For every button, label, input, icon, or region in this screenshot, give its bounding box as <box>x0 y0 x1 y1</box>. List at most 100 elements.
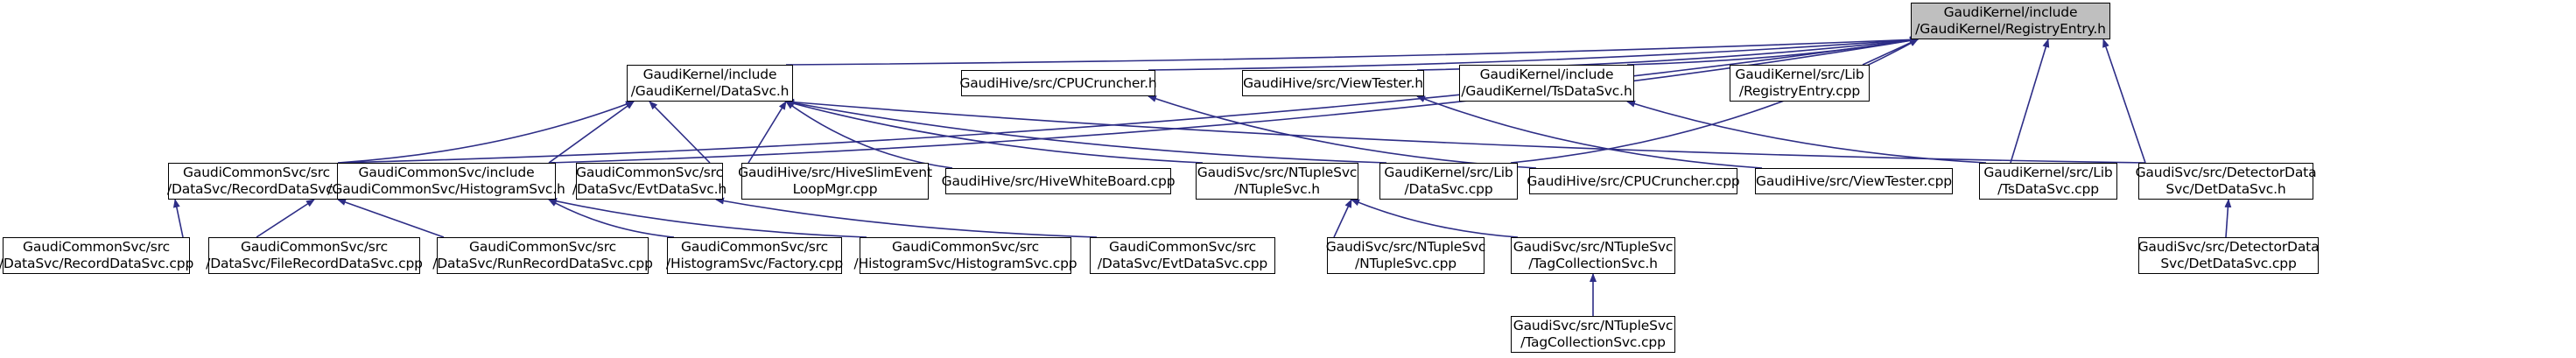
graph-node-label-line1: GaudiSvc/src/NTupleSvc <box>1197 165 1358 180</box>
graph-node-label-line2: /TagCollectionSvc.cpp <box>1520 334 1666 350</box>
graph-node-ntuplesvc_cpp[interactable]: GaudiSvc/src/NTupleSvc/NTupleSvc.cpp <box>1325 237 1486 274</box>
graph-node-lib_tsdatasvc_cpp[interactable]: GaudiKernel/src/Lib/TsDataSvc.cpp <box>1979 163 2117 200</box>
graph-node-label-line1: GaudiCommonSvc/src <box>241 239 388 255</box>
graph-node-tagcollectionsvc_h[interactable]: GaudiSvc/src/NTupleSvc/TagCollectionSvc.… <box>1511 237 1675 274</box>
graph-node-label-line1: GaudiHive/src/ViewTester.h <box>1243 74 1423 91</box>
graph-node-label-line2: /RegistryEntry.cpp <box>1738 83 1861 99</box>
graph-node-cpucruncher_cpp[interactable]: GaudiHive/src/CPUCruncher.cpp <box>1527 168 1740 194</box>
graph-node-label-line1: GaudiSvc/src/DetectorData <box>2137 239 2320 255</box>
graph-node-label-line2: /TagCollectionSvc.h <box>1528 256 1658 271</box>
graph-node-lib_datasvc_cpp[interactable]: GaudiKernel/src/Lib/DataSvc.cpp <box>1379 163 1518 200</box>
graph-node-registryentry_h[interactable]: GaudiKernel/include/GaudiKernel/Registry… <box>1911 3 2110 39</box>
graph-edge-filerecorddatasvc_cpp-to-recorddatasvc_h <box>256 199 315 238</box>
graph-node-label-line2: Svc/DetDataSvc.h <box>2165 181 2286 197</box>
graph-node-histogramsvc_factory_cpp[interactable]: GaudiCommonSvc/src/HistogramSvc/Factory.… <box>665 237 844 274</box>
graph-edge-lib_registryentry_cpp-to-registryentry_h <box>1862 39 1919 66</box>
graph-node-label-line1: GaudiCommonSvc/src <box>576 165 723 180</box>
graph-node-label-line2: /HistogramSvc/Factory.cpp <box>665 256 844 271</box>
graph-node-label-line1: GaudiSvc/src/NTupleSvc <box>1513 318 1674 333</box>
graph-edge-tsdatasvc_h-to-registryentry_h <box>1626 37 1919 66</box>
graph-node-datasvc_h[interactable]: GaudiKernel/include/GaudiKernel/DataSvc.… <box>627 65 793 102</box>
graph-edge-ntuplesvc_cpp-to-ntuplesvc_h <box>1333 199 1352 238</box>
graph-node-label-line1: GaudiKernel/src/Lib <box>1983 165 2113 180</box>
graph-node-label-line2: Svc/DetDataSvc.cpp <box>2160 256 2297 271</box>
graph-node-label-line2: /GaudiKernel/RegistryEntry.h <box>1915 21 2106 37</box>
graph-node-label-line1: GaudiCommonSvc/src <box>1109 239 1256 255</box>
graph-node-label-line1: GaudiSvc/src/NTupleSvc <box>1513 239 1674 255</box>
graph-edge-detdatasvc_h-to-registryentry_h <box>2102 39 2146 164</box>
graph-node-histogramsvc_cpp[interactable]: GaudiCommonSvc/src/HistogramSvc/Histogra… <box>854 237 1077 274</box>
graph-node-viewtester_h[interactable]: GaudiHive/src/ViewTester.h <box>1242 70 1424 96</box>
graph-node-viewtester_cpp[interactable]: GaudiHive/src/ViewTester.cpp <box>1755 168 1953 194</box>
graph-edge-viewtester_cpp-to-viewtester_h <box>1416 95 1763 169</box>
graph-node-histogramsvc_h[interactable]: GaudiCommonSvc/include/GaudiCommonSvc/Hi… <box>327 163 565 200</box>
graph-node-label-line1: GaudiKernel/src/Lib <box>1735 67 1864 82</box>
graph-node-label-line1: GaudiCommonSvc/src <box>892 239 1039 255</box>
graph-node-label-line1: GaudiSvc/src/NTupleSvc <box>1325 239 1486 255</box>
graph-node-label-line2: /HistogramSvc/HistogramSvc.cpp <box>853 256 1077 271</box>
graph-node-filerecorddatasvc_cpp[interactable]: GaudiCommonSvc/src/DataSvc/FileRecordDat… <box>206 237 423 274</box>
graph-edge-datasvc_h-to-registryentry_h <box>785 36 1919 66</box>
graph-node-label-line2: /GaudiKernel/DataSvc.h <box>630 83 790 99</box>
graph-edge-evtdatasvc_h-to-datasvc_h <box>649 101 711 164</box>
graph-edge-histogramsvc_cpp-to-histogramsvc_h <box>548 197 867 238</box>
graph-edge-lib_datasvc_cpp-to-datasvc_h <box>785 99 1387 164</box>
graph-node-label-line1: GaudiCommonSvc/src <box>23 239 170 255</box>
graph-node-runrecorddatasvc_cpp[interactable]: GaudiCommonSvc/src/DataSvc/RunRecordData… <box>432 237 653 274</box>
graph-node-label-line1: GaudiHive/src/ViewTester.cpp <box>1756 172 1952 189</box>
graph-node-label-line1: GaudiHive/src/CPUCruncher.cpp <box>1527 172 1740 189</box>
graph-node-label-line2: /GaudiKernel/TsDataSvc.h <box>1461 83 1632 99</box>
graph-edge-recorddatasvc_cpp-to-recorddatasvc_h <box>172 199 184 238</box>
graph-node-label-line2: /DataSvc/RecordDataSvc.cpp <box>0 256 194 271</box>
graph-node-label-line1: GaudiKernel/include <box>1479 67 1614 82</box>
graph-node-ntuplesvc_h[interactable]: GaudiSvc/src/NTupleSvc/NTupleSvc.h <box>1196 163 1358 200</box>
graph-node-evtdatasvc_h[interactable]: GaudiCommonSvc/src/DataSvc/EvtDataSvc.h <box>572 163 726 200</box>
graph-node-label-line2: /TsDataSvc.cpp <box>1997 181 2099 197</box>
graph-node-label-line1: GaudiHive/src/HiveSlimEvent <box>738 165 932 180</box>
graph-edge-cpucruncher_cpp-to-cpucruncher_h <box>1148 95 1537 169</box>
graph-node-label-line1: GaudiKernel/include <box>1943 4 2078 20</box>
graph-node-label-line2: /DataSvc/RecordDataSvc.h <box>166 181 347 197</box>
graph-edge-tagcollectionsvc_h-to-ntuplesvc_h <box>1351 199 1519 238</box>
graph-node-label-line1: GaudiHive/src/HiveWhiteBoard.cpp <box>941 172 1176 189</box>
graph-edge-hiveslimeventloopmgr_cpp-to-datasvc_h <box>748 101 787 164</box>
graph-edge-recorddatasvc_h-to-datasvc_h <box>337 101 635 164</box>
graph-node-label-line2: /GaudiCommonSvc/HistogramSvc.h <box>327 181 565 197</box>
graph-node-label-line2: /DataSvc/RunRecordDataSvc.cpp <box>432 256 653 271</box>
graph-node-hivewhiteboard_cpp[interactable]: GaudiHive/src/HiveWhiteBoard.cpp <box>942 168 1176 194</box>
graph-edge-runrecorddatasvc_cpp-to-recorddatasvc_h <box>337 199 445 238</box>
graph-node-label-line2: /NTupleSvc.cpp <box>1355 256 1456 271</box>
graph-node-label-line1: GaudiKernel/include <box>642 67 777 82</box>
graph-edge-evtdatasvc_cpp-to-evtdatasvc_h <box>715 197 1098 238</box>
graph-node-tsdatasvc_h[interactable]: GaudiKernel/include/GaudiKernel/TsDataSv… <box>1459 65 1634 102</box>
graph-edge-histogramsvc_h-to-datasvc_h <box>548 101 635 164</box>
graph-node-recorddatasvc_cpp[interactable]: GaudiCommonSvc/src/DataSvc/RecordDataSvc… <box>0 237 194 274</box>
graph-node-label-line1: GaudiCommonSvc/src <box>469 239 616 255</box>
graph-edge-histogramsvc_factory_cpp-to-histogramsvc_h <box>548 199 675 238</box>
graph-node-label-line1: GaudiCommonSvc/include <box>358 165 535 180</box>
graph-node-label-line2: /DataSvc/FileRecordDataSvc.cpp <box>206 256 423 271</box>
graph-node-cpucruncher_h[interactable]: GaudiHive/src/CPUCruncher.h <box>959 70 1157 96</box>
graph-edge-lib_tsdatasvc_cpp-to-registryentry_h <box>2010 39 2050 164</box>
graph-edge-lib_tsdatasvc_cpp-to-tsdatasvc_h <box>1626 100 1987 164</box>
graph-edge-recorddatasvc_h-to-registryentry_h <box>337 37 1919 164</box>
graph-node-label-line1: GaudiKernel/src/Lib <box>1384 165 1513 180</box>
graph-node-recorddatasvc_h[interactable]: GaudiCommonSvc/src/DataSvc/RecordDataSvc… <box>166 163 347 200</box>
graph-node-label-line2: /DataSvc/EvtDataSvc.h <box>572 181 727 197</box>
graph-node-lib_registryentry_cpp[interactable]: GaudiKernel/src/Lib/RegistryEntry.cpp <box>1730 65 1870 102</box>
graph-edge-detdatasvc_cpp-to-detdatasvc_h <box>2224 199 2232 238</box>
graph-node-evtdatasvc_cpp[interactable]: GaudiCommonSvc/src/DataSvc/EvtDataSvc.cp… <box>1090 237 1275 274</box>
graph-node-label-line1: GaudiCommonSvc/src <box>681 239 828 255</box>
graph-node-label-line1: GaudiSvc/src/DetectorData <box>2135 165 2317 180</box>
graph-edge-hivewhiteboard_cpp-to-datasvc_h <box>785 101 953 169</box>
graph-node-label-line1: GaudiHive/src/CPUCruncher.h <box>959 74 1157 91</box>
graph-node-label-line2: /NTupleSvc.h <box>1234 181 1320 197</box>
graph-node-label-line2: LoopMgr.cpp <box>792 181 878 197</box>
graph-node-label-line1: GaudiCommonSvc/src <box>183 165 330 180</box>
graph-node-tagcollectionsvc_cpp[interactable]: GaudiSvc/src/NTupleSvc/TagCollectionSvc.… <box>1511 316 1675 353</box>
graph-edge-detdatasvc_h-to-datasvc_h <box>785 98 2146 164</box>
